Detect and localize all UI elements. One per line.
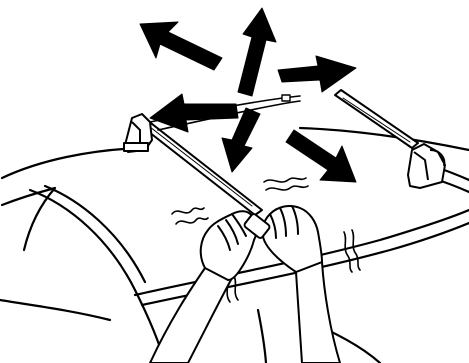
wiggle-icon [344,232,352,272]
wiggle-icon [234,276,238,300]
rack-foot-pad [124,143,148,151]
wiggle-icon [352,230,360,270]
direction-arrow-icon [150,94,238,132]
rail-clip [282,95,290,101]
door-frame-left [0,300,110,320]
direction-arrow-icon [140,22,222,70]
direction-arrow-icon [278,56,356,92]
wiggle-icon [176,218,208,224]
wiggle-icon [266,186,308,190]
roof-front-edge [2,148,140,178]
direction-arrow-icon [238,8,276,96]
direction-arrow-icon [286,130,356,182]
wiggle-icon [172,208,204,214]
wiggle-icon [264,178,306,182]
roof-channel-left [30,190,165,363]
rack-foot-right [408,144,445,188]
roof-right-edge [300,128,469,150]
right-arm [296,262,340,363]
door-frame-right-2 [258,310,266,363]
direction-arrows [140,8,356,182]
rack-foot-left [124,114,152,152]
